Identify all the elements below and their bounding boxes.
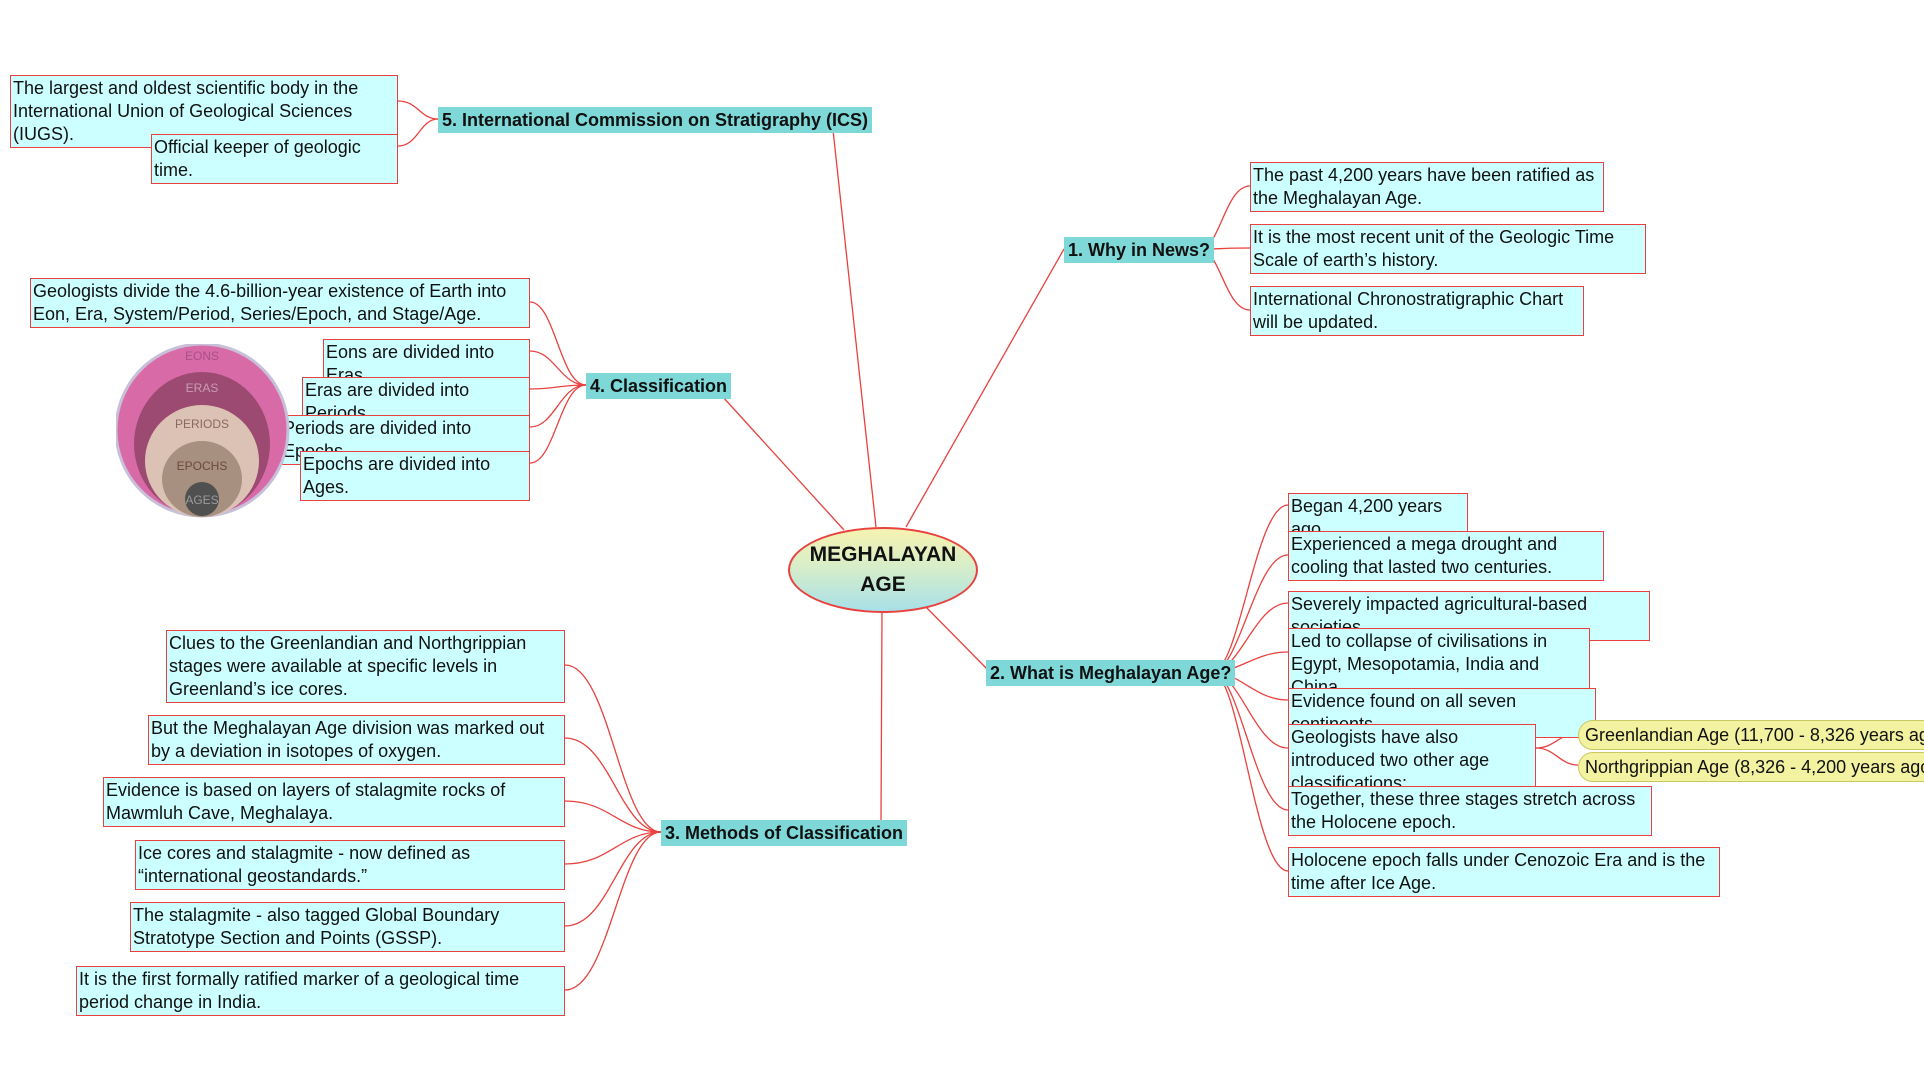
label-eons: EONS (185, 349, 219, 363)
link-center-classification (711, 384, 845, 531)
label-ages: AGES (185, 493, 218, 507)
link-center-what (921, 602, 991, 673)
ring-epochs (162, 441, 242, 517)
link-class-1 (529, 301, 587, 386)
link-methods-3 (564, 800, 662, 833)
link-methods-4 (564, 831, 662, 865)
branch-methods-of-classification[interactable]: 3. Methods of Classification (661, 820, 908, 846)
sub-item-greenlandian[interactable]: Greenlandian Age (11,700 - 8,326 years a… (1578, 720, 1924, 750)
classification-item-5[interactable]: Epochs are divided into Ages. (300, 451, 530, 501)
link-what-8 (1211, 671, 1289, 872)
what-item-2[interactable]: Experienced a mega drought and cooling t… (1288, 531, 1604, 581)
ring-ages (185, 482, 219, 516)
branch-what-is-meghalayan-age[interactable]: 2. What is Meghalayan Age? (986, 660, 1236, 686)
link-center-ics (832, 129, 877, 528)
link-sub-2 (1535, 747, 1579, 766)
label-eras: ERAS (186, 381, 219, 395)
link-what-7 (1211, 671, 1289, 811)
methods-item-6[interactable]: It is the first formally ratified marker… (76, 966, 565, 1016)
link-methods-2 (564, 737, 662, 833)
link-what-2 (1211, 554, 1289, 673)
branch-why-in-news[interactable]: 1. Why in News? (1064, 237, 1215, 263)
branch-classification[interactable]: 4. Classification (586, 373, 732, 399)
label-periods: PERIODS (175, 417, 229, 431)
classification-item-1[interactable]: Geologists divide the 4.6-billion-year e… (30, 278, 530, 328)
methods-item-2[interactable]: But the Meghalayan Age division was mark… (148, 715, 565, 765)
link-methods-6 (564, 831, 662, 991)
link-class-5 (529, 384, 587, 464)
link-class-3 (529, 384, 587, 390)
label-epochs: EPOCHS (177, 459, 228, 473)
eons-nested-diagram: EONS ERAS PERIODS EPOCHS AGES (116, 344, 290, 518)
central-topic-line2: AGE (860, 573, 906, 596)
news-item-2[interactable]: It is the most recent unit of the Geolog… (1250, 224, 1646, 274)
methods-item-4[interactable]: Ice cores and stalagmite - now defined a… (135, 840, 565, 890)
methods-item-5[interactable]: The stalagmite - also tagged Global Boun… (130, 902, 565, 952)
what-item-7[interactable]: Together, these three stages stretch acr… (1288, 786, 1652, 836)
link-class-2 (529, 350, 587, 386)
link-methods-5 (564, 831, 662, 927)
news-item-3[interactable]: International Chronostratigraphic Chart … (1250, 286, 1584, 336)
methods-item-3[interactable]: Evidence is based on layers of stalagmit… (103, 777, 565, 827)
what-item-8[interactable]: Holocene epoch falls under Cenozoic Era … (1288, 847, 1720, 897)
link-center-methods (880, 612, 883, 821)
news-item-1[interactable]: The past 4,200 years have been ratified … (1250, 162, 1604, 212)
link-methods-1 (564, 664, 662, 833)
link-ics-1 (397, 100, 439, 120)
ics-item-2[interactable]: Official keeper of geologic time. (151, 134, 398, 184)
link-what-1 (1211, 504, 1289, 673)
branch-ics[interactable]: 5. International Commission on Stratigra… (438, 107, 873, 133)
link-ics-2 (397, 118, 439, 147)
central-topic-line1: MEGHALAYAN (809, 543, 957, 566)
link-class-4 (529, 384, 587, 428)
link-center-news (905, 248, 1065, 528)
methods-item-1[interactable]: Clues to the Greenlandian and Northgripp… (166, 630, 565, 703)
sub-item-northgrippian[interactable]: Northgrippian Age (8,326 - 4,200 years a… (1578, 752, 1924, 782)
central-topic[interactable]: MEGHALAYAN AGE (788, 527, 978, 613)
